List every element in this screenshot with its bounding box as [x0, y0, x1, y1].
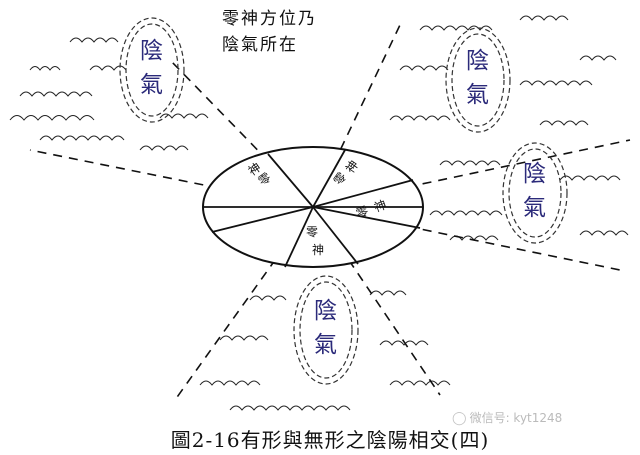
- svg-text:氣: 氣: [140, 72, 163, 98]
- svg-text:氣: 氣: [314, 332, 337, 358]
- svg-text:氣: 氣: [523, 195, 546, 221]
- diagram-heading: 零神方位乃 陰氣所在: [222, 6, 382, 58]
- svg-text:神: 神: [312, 243, 324, 257]
- compass-ellipse: [202, 146, 424, 268]
- yin-qi-oval-right: 陰 氣: [502, 142, 568, 244]
- sector-label-right: 零 神: [354, 198, 388, 221]
- watermark: ◯微信号: kyt1248: [452, 409, 562, 426]
- svg-text:神: 神: [372, 198, 388, 215]
- yin-qi-oval-bottom: 陰 氣: [293, 275, 359, 385]
- svg-text:零: 零: [306, 225, 318, 239]
- heading-line-2: 陰氣所在: [222, 35, 298, 55]
- cloud-band-upper-right: [389, 15, 617, 126]
- yin-qi-oval-upper-left: 陰 氣: [119, 17, 185, 123]
- sector-label-bottom: 零 神: [306, 225, 324, 257]
- svg-text:氣: 氣: [466, 82, 489, 108]
- svg-text:陰: 陰: [314, 298, 337, 324]
- figure-caption: 圖2-16有形與無形之陰陽相交(四): [170, 428, 490, 452]
- svg-text:零: 零: [354, 204, 370, 221]
- wechat-icon: ◯: [452, 411, 467, 426]
- heading-line-1: 零神方位乃: [222, 9, 317, 29]
- svg-text:陰: 陰: [523, 161, 546, 187]
- svg-text:陰: 陰: [140, 38, 163, 64]
- svg-text:陰: 陰: [466, 48, 489, 74]
- cloud-band-bottom: [199, 290, 451, 411]
- cloud-band-upper-left: [9, 37, 209, 151]
- yin-qi-oval-upper-right: 陰 氣: [445, 27, 511, 133]
- watermark-text: 微信号: kyt1248: [469, 411, 563, 425]
